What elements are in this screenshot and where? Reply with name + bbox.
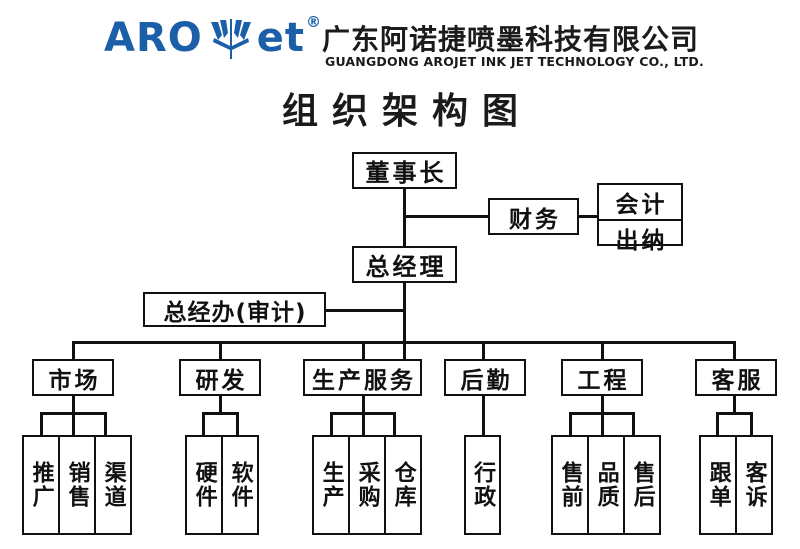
node-department-5: 客服 [695,359,777,396]
leafgroup-department-4: 售前 品质 售后 [551,435,661,535]
connector-bus-to-dept-2 [362,341,365,367]
connector-dept-4-child-1 [601,412,604,436]
connector-dept-5-child-bus [716,412,752,415]
connector-dept-4-child-0 [569,412,572,436]
company-logo: ARO et ® [104,13,321,61]
company-name-chinese: 广东阿诺捷喷墨科技有限公司 [322,23,700,56]
logo-text-aro: ARO [104,15,203,61]
node-finance: 财务 [488,198,579,235]
page-header: ARO et ® 广东阿诺捷喷墨科技有限公司 GUANGD [0,0,800,78]
node-leaf-4-0: 售前 [557,461,583,509]
connector-department-bus [73,341,734,344]
page-title: 组织架构图 [281,91,532,132]
connector-dept-2-down [362,396,365,413]
node-leaf-3-0: 行政 [470,461,496,509]
connector-dept-5-child-0 [716,412,719,436]
node-accountant: 会计 [615,192,668,218]
leaf-icon [209,19,253,59]
connector-dept-3-child-0 [482,396,485,436]
connector-dept-0-child-2 [104,412,107,436]
connector-chairman-to-gm [403,188,406,247]
connector-dept-4-down [601,396,604,413]
node-department-4: 工程 [561,359,643,396]
node-leaf-4-2: 售后 [623,437,659,533]
connector-dept-1-child-0 [202,412,205,436]
leafgroup-department-1: 硬件 软件 [185,435,259,535]
node-leaf-1-1: 软件 [221,437,257,533]
leafgroup-department-3: 行政 [464,435,501,535]
connector-dept-5-down [733,396,736,413]
connector-dept-2-child-1 [362,412,365,436]
company-name-english: GUANGDONG AROJET INK JET TECHNOLOGY CO.,… [325,54,704,69]
node-department-1: 研发 [179,359,261,396]
connector-dept-0-child-1 [72,412,75,436]
node-department-3: 后勤 [444,359,526,396]
connector-dept-0-down [72,396,75,413]
node-leaf-2-2: 仓库 [384,437,420,533]
leafgroup-department-0: 推广 销售 渠道 [22,435,132,535]
connector-dept-0-child-0 [40,412,43,436]
connector-dept-2-child-0 [330,412,333,436]
connector-dept-1-child-1 [236,412,239,436]
node-leaf-5-0: 跟单 [705,461,731,509]
node-leaf-4-1: 品质 [587,437,623,533]
connector-dept-2-child-2 [393,412,396,436]
connector-bus-to-dept-0 [72,341,75,367]
connector-dept-5-child-1 [750,412,753,436]
connector-gm-to-dept-bus [403,283,406,367]
node-chairman: 董事长 [352,152,457,189]
node-department-0: 市场 [32,359,114,396]
node-gm-office: 总经办(审计) [143,292,326,327]
connector-dept-4-child-2 [632,412,635,436]
connector-finance-to-accounting [578,215,599,218]
connector-bus-to-dept-3 [482,341,485,367]
node-leaf-0-1: 销售 [58,437,94,533]
node-finance-children: 会计 出纳 [597,183,683,254]
node-leaf-5-1: 客诉 [735,437,771,533]
connector-bus-to-dept-1 [219,341,222,367]
connector-bus-to-dept-5 [733,341,736,367]
node-general-manager: 总经理 [352,246,457,283]
connector-chairman-to-finance [403,215,489,218]
node-leaf-1-0: 硬件 [191,461,217,509]
node-leaf-0-0: 推广 [28,461,54,509]
connector-bus-to-dept-4 [601,341,604,367]
connector-gm-office-to-spine [325,309,405,312]
connector-dept-1-child-bus [202,412,238,415]
leafgroup-department-2: 生产 采购 仓库 [312,435,422,535]
connector-dept-1-down [219,396,222,413]
node-leaf-2-0: 生产 [318,461,344,509]
node-leaf-2-1: 采购 [348,437,384,533]
leafgroup-department-5: 跟单 客诉 [699,435,773,535]
registered-trademark-icon: ® [306,13,322,31]
logo-text-et: et [256,15,306,61]
node-department-2: 生产服务 [303,359,422,396]
node-leaf-0-2: 渠道 [94,437,130,533]
node-cashier: 出纳 [599,219,681,255]
